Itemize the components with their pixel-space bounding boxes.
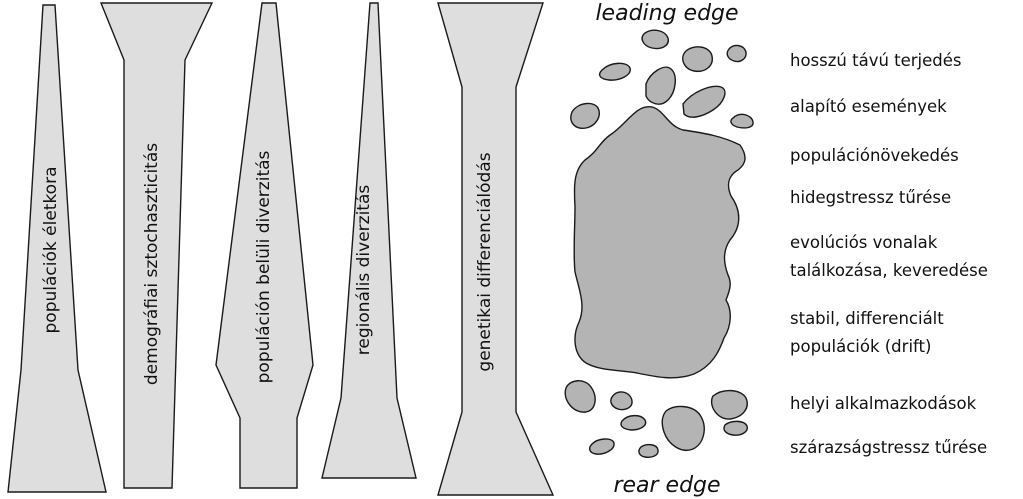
label-stabil: stabil, differenciált populációk (drift) — [790, 309, 944, 356]
label-hidegstressz: hidegstressz tűrése — [790, 188, 951, 207]
label-line: találkozása, keveredése — [790, 261, 988, 280]
blob — [723, 420, 748, 436]
column-genetikai-differencialodas: genetikai differenciálódás — [437, 2, 555, 496]
column-label: populáción belüli diverzitás — [254, 150, 274, 383]
label-evolucios: evolúciós vonalak találkozása, keveredése — [790, 233, 988, 280]
label-novekedes: populációnövekedés — [790, 146, 959, 165]
leading-edge-blobs — [570, 29, 754, 129]
label-line: szárazságstressz tűrése — [790, 438, 987, 457]
blob — [638, 443, 659, 458]
column-label: regionális diverzitás — [354, 185, 374, 356]
column-regionalis-diverzitas: regionális diverzitás — [321, 2, 417, 479]
blob — [620, 414, 647, 431]
column-label: populációk életkora — [41, 167, 61, 334]
label-line: hosszú távú terjedés — [790, 51, 962, 70]
label-szarazsag: szárazságstressz tűrése — [790, 438, 987, 457]
blob — [711, 389, 748, 420]
blob — [682, 85, 726, 118]
blob — [682, 46, 713, 73]
label-helyi: helyi alkalmazkodások — [790, 394, 977, 413]
leading-edge-label: leading edge — [595, 1, 738, 26]
diamond-shape — [215, 2, 314, 489]
label-line: stabil, differenciált — [790, 309, 944, 328]
rear-edge-label: rear edge — [613, 473, 720, 498]
label-hosszu: hosszú távú terjedés — [790, 51, 962, 70]
hourglass-shape — [437, 2, 555, 496]
blob — [645, 66, 676, 105]
column-populaciok-eletkora: populációk életkora — [7, 4, 107, 493]
blob — [598, 62, 631, 81]
blob — [610, 391, 633, 411]
blob — [570, 102, 600, 129]
wedge-shape — [321, 2, 417, 479]
column-demografiai-sztochaszticitas: demográfiai sztochaszticitás — [99, 2, 214, 489]
label-line: hidegstressz tűrése — [790, 188, 951, 207]
label-line: populációnövekedés — [790, 146, 959, 165]
label-line: evolúciós vonalak — [790, 233, 938, 252]
blob — [661, 405, 705, 451]
rear-edge-blobs — [564, 380, 748, 458]
label-line: populációk (drift) — [790, 337, 931, 356]
column-label: demográfiai sztochaszticitás — [142, 143, 162, 385]
label-alapito: alapító események — [790, 97, 947, 116]
right-labels: hosszú távú terjedés alapító események pop… — [790, 51, 988, 457]
funnel-shape — [99, 2, 214, 489]
wedge-shape — [7, 4, 107, 493]
blob — [641, 29, 669, 50]
label-line: alapító események — [790, 97, 947, 116]
main-population-blob — [573, 106, 746, 379]
blob — [726, 44, 747, 63]
blob — [730, 113, 754, 129]
column-label: genetikai differenciálódás — [475, 152, 495, 371]
blob — [588, 438, 615, 455]
blob — [564, 380, 596, 413]
column-populacion-beluli-diverzitas: populáción belüli diverzitás — [215, 2, 314, 489]
label-line: helyi alkalmazkodások — [790, 394, 977, 413]
